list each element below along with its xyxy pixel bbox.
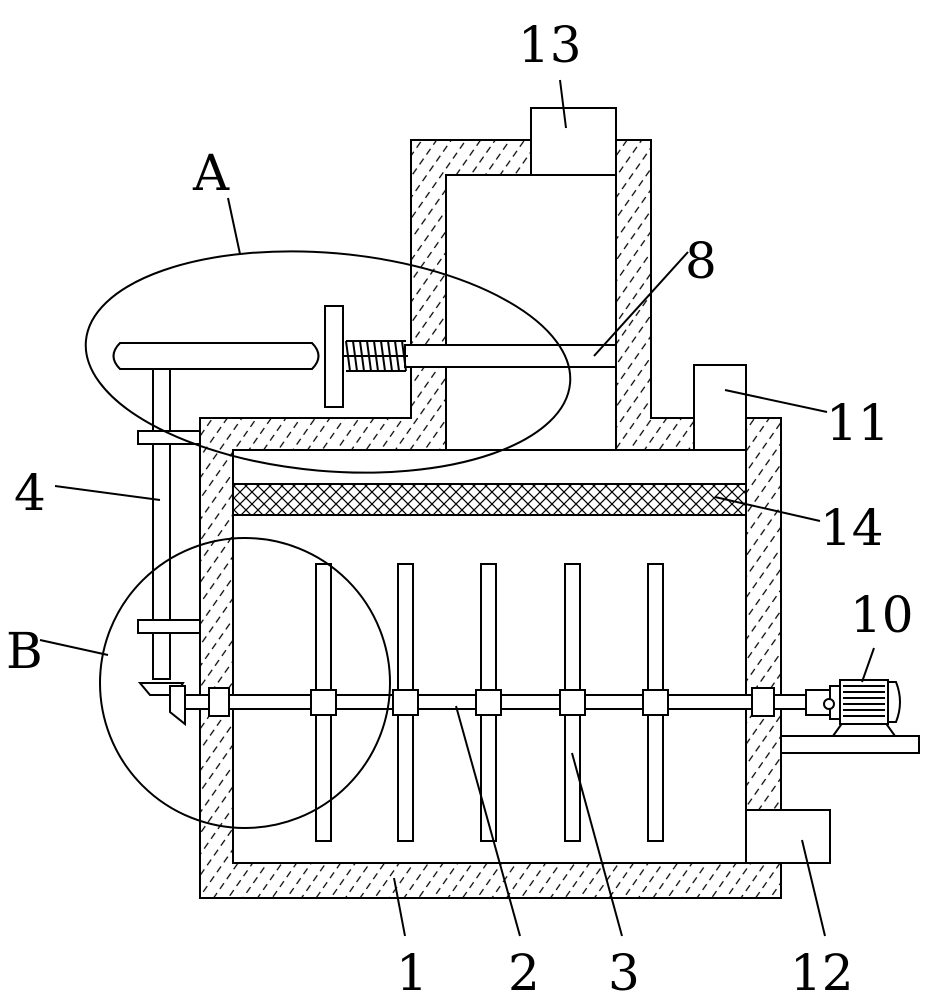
hub [475, 689, 502, 716]
label-12: 12 [790, 944, 854, 1000]
label-4: 4 [14, 464, 46, 522]
hub [642, 689, 669, 716]
filter-screen-14 [232, 483, 747, 516]
bearing-left [208, 687, 230, 717]
label-14: 14 [820, 499, 884, 557]
detail-circle-B [99, 537, 391, 829]
handle-bar [112, 342, 320, 370]
label-10: 10 [850, 586, 914, 644]
label-2: 2 [508, 944, 540, 1000]
shaft-2 [184, 694, 834, 710]
rod-8 [404, 344, 617, 368]
hub [310, 689, 337, 716]
bevel-gear-horizontal [169, 685, 186, 727]
label-1: 1 [396, 944, 428, 1000]
motor-base [780, 735, 920, 754]
label-A: A [192, 144, 230, 202]
bearing-right [751, 687, 775, 717]
bracket-lower [137, 619, 201, 634]
stirring-blades-3 [310, 563, 669, 842]
leader-lines [39, 79, 875, 937]
part-12-box [745, 809, 831, 864]
motor-10 [780, 679, 920, 754]
spring [343, 340, 408, 372]
tank-chamber [232, 449, 747, 864]
label-13: 13 [518, 16, 582, 74]
part-13-box [530, 107, 617, 176]
hub [559, 689, 586, 716]
flange-plate [324, 305, 344, 408]
part-11-box [693, 364, 747, 451]
vertical-rod-4 [152, 368, 171, 680]
detail-ellipse-A [84, 250, 572, 474]
hub [392, 689, 419, 716]
label-3: 3 [608, 944, 640, 1000]
label-11: 11 [826, 394, 890, 452]
label-B: B [6, 622, 43, 680]
label-8: 8 [685, 232, 717, 290]
